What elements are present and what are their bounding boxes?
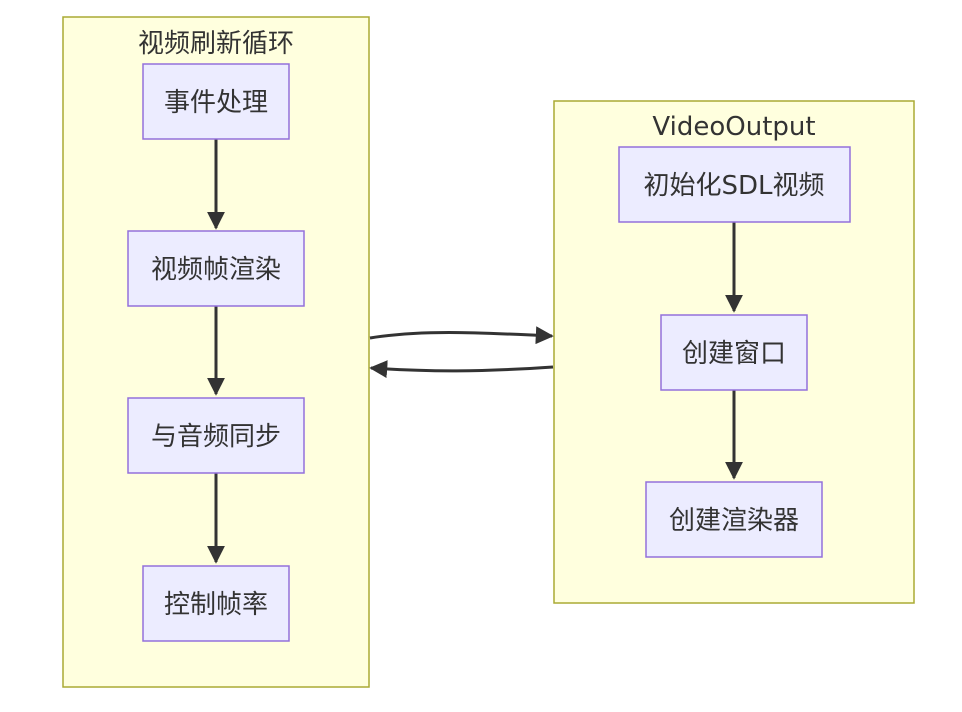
node-frame-rate: 控制帧率 xyxy=(142,565,290,642)
edge-refresh-loop-to-video-output xyxy=(369,326,554,345)
node-create-window-box xyxy=(660,314,808,391)
node-audio-sync-box xyxy=(127,397,305,474)
cluster-video-output-title: VideoOutput xyxy=(652,112,815,142)
edge-video-output-to-refresh-loop xyxy=(369,360,554,379)
node-create-renderer-box xyxy=(645,481,823,558)
node-audio-sync: 与音频同步 xyxy=(127,397,305,474)
node-create-window: 创建窗口 xyxy=(660,314,808,391)
node-frame-rate-box xyxy=(142,565,290,642)
node-event-handling-box xyxy=(142,63,290,140)
node-frame-render-box xyxy=(127,230,305,307)
node-frame-rate-label: 控制帧率 xyxy=(164,590,268,620)
node-init-sdl: 初始化SDL视频 xyxy=(618,146,851,223)
node-event-handling-label: 事件处理 xyxy=(164,88,268,118)
node-create-window-label: 创建窗口 xyxy=(682,339,786,369)
node-init-sdl-box xyxy=(618,146,851,223)
node-audio-sync-label: 与音频同步 xyxy=(151,422,281,452)
node-create-renderer-label: 创建渲染器 xyxy=(669,506,799,536)
node-frame-render-label: 视频帧渲染 xyxy=(151,255,281,285)
cluster-refresh-loop-title: 视频刷新循环 xyxy=(138,29,294,59)
node-init-sdl-label: 初始化SDL视频 xyxy=(643,171,824,201)
node-frame-render: 视频帧渲染 xyxy=(127,230,305,307)
edges-between-clusters xyxy=(369,326,554,379)
node-create-renderer: 创建渲染器 xyxy=(645,481,823,558)
node-event-handling: 事件处理 xyxy=(142,63,290,140)
